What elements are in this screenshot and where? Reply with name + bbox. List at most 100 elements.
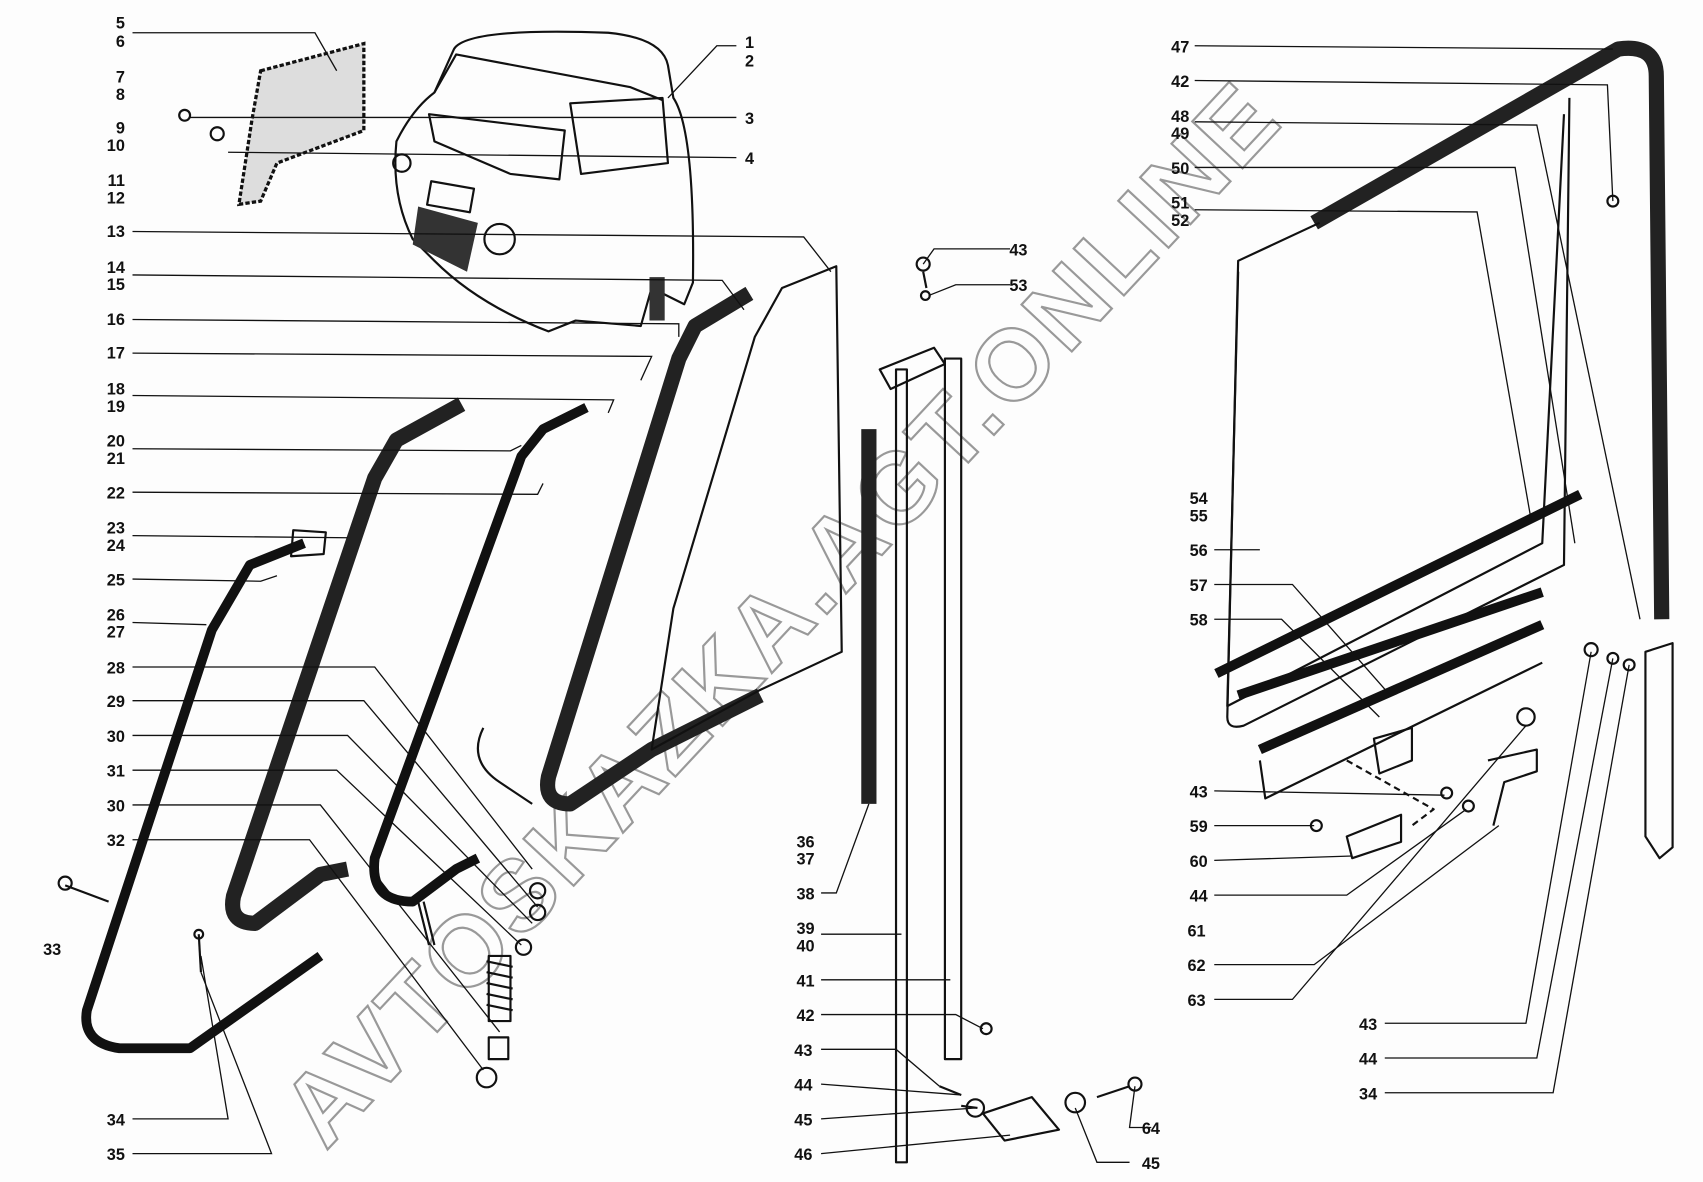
callout-number: 34 (1359, 1085, 1377, 1103)
callout-number: 47 (1171, 38, 1189, 56)
leader-line (132, 700, 539, 908)
leader-line (132, 274, 745, 311)
callout-number: 36 (796, 833, 814, 851)
callout-number: 11 (108, 172, 125, 190)
callout-number: 53 (1009, 277, 1027, 295)
callout-number: 21 (107, 450, 125, 468)
callout-number: 64 (1142, 1120, 1160, 1138)
callout-number: 4 (745, 150, 754, 168)
leader-line (1128, 1086, 1152, 1129)
callout-number: 43 (1009, 241, 1027, 259)
callout-number: 25 (107, 572, 125, 590)
leader-line (821, 1013, 984, 1030)
leader-line (1214, 725, 1527, 1001)
leader-line (928, 284, 1011, 297)
callout-number: 26 (107, 606, 125, 624)
leader-line (1214, 855, 1353, 862)
door-opening-seal (1310, 40, 1670, 620)
callout-number: 54 (1190, 490, 1208, 508)
leader-line (1384, 658, 1614, 1059)
leader-line (132, 971, 273, 1155)
leader-line (1384, 651, 1592, 1024)
leader-line (821, 1083, 962, 1096)
callout-number: 31 (107, 763, 125, 781)
leader-line (132, 394, 615, 414)
leader-line (132, 352, 653, 381)
leader-line (1194, 166, 1576, 544)
callout-number: 42 (1171, 73, 1189, 91)
callout-number: 2 (745, 52, 754, 70)
vent-window-frame (369, 403, 589, 907)
door-trim-panel (178, 41, 366, 207)
leader-line (1194, 45, 1613, 50)
callout-number: 33 (43, 941, 61, 959)
vent-glass (650, 265, 843, 751)
leader-line (1214, 618, 1380, 718)
leader-line (1074, 1107, 1130, 1163)
callout-number: 24 (107, 537, 125, 555)
callout-number: 20 (107, 433, 125, 451)
leader-line (1194, 79, 1614, 202)
glass-run-channel (540, 286, 764, 812)
window-seal (225, 397, 466, 931)
callout-number: 34 (107, 1111, 125, 1129)
leader-line (132, 32, 338, 72)
leader-line (821, 1134, 1011, 1155)
callout-number: 56 (1190, 542, 1208, 560)
leader-line (1214, 808, 1467, 896)
callout-number: 37 (796, 851, 814, 869)
callout-number: 3 (745, 110, 754, 128)
callout-number: 29 (107, 693, 125, 711)
callout-number: 45 (794, 1111, 812, 1129)
callout-number: 39 (796, 920, 814, 938)
rear-window-frame (81, 529, 327, 1054)
callout-number: 13 (107, 223, 125, 241)
callout-number: 44 (1190, 888, 1208, 906)
callout-number: 42 (796, 1007, 814, 1025)
leader-line (132, 534, 348, 539)
callout-number: 12 (107, 189, 125, 207)
leader-line (821, 803, 870, 894)
callout-number: 45 (1142, 1155, 1160, 1173)
callout-number: 6 (116, 33, 125, 51)
leader-line (132, 804, 501, 1033)
callout-number: 28 (107, 660, 125, 678)
leader-line (821, 1107, 976, 1120)
callout-number: 23 (107, 519, 125, 537)
leader-line (132, 483, 544, 495)
leader-line (1214, 790, 1445, 796)
leader-line (1194, 121, 1641, 620)
callout-number: 44 (1359, 1051, 1377, 1069)
leader-line (821, 1048, 940, 1087)
callout-number: 43 (794, 1042, 812, 1060)
callout-number: 14 (107, 259, 125, 277)
callout-number: 59 (1190, 818, 1208, 836)
callout-number: 30 (107, 728, 125, 746)
leader-line (1214, 825, 1500, 966)
leader-line (132, 444, 522, 452)
callout-number: 43 (1190, 783, 1208, 801)
leader-line (132, 769, 522, 946)
callout-number: 60 (1190, 853, 1208, 871)
leader-line (132, 230, 832, 273)
callout-number: 55 (1190, 507, 1208, 525)
callout-number: 62 (1187, 957, 1205, 975)
callout-number: 57 (1190, 577, 1208, 595)
callout-number: 41 (796, 972, 814, 990)
leader-line (132, 621, 207, 626)
callout-number: 30 (107, 797, 125, 815)
callout-labels: 5678910111213141516171819202122232425262… (43, 14, 1641, 1173)
leader-line (1194, 209, 1533, 522)
leader-line (1214, 583, 1391, 696)
callout-number: 46 (794, 1146, 812, 1164)
callout-number: 51 (1171, 195, 1189, 213)
callout-number: 43 (1359, 1016, 1377, 1034)
vent-latch-hardware (417, 727, 547, 1089)
callout-number: 17 (107, 345, 125, 363)
callout-number: 19 (107, 398, 125, 416)
callout-number: 48 (1171, 108, 1189, 126)
callout-number: 52 (1171, 212, 1189, 230)
leader-line (132, 666, 533, 870)
